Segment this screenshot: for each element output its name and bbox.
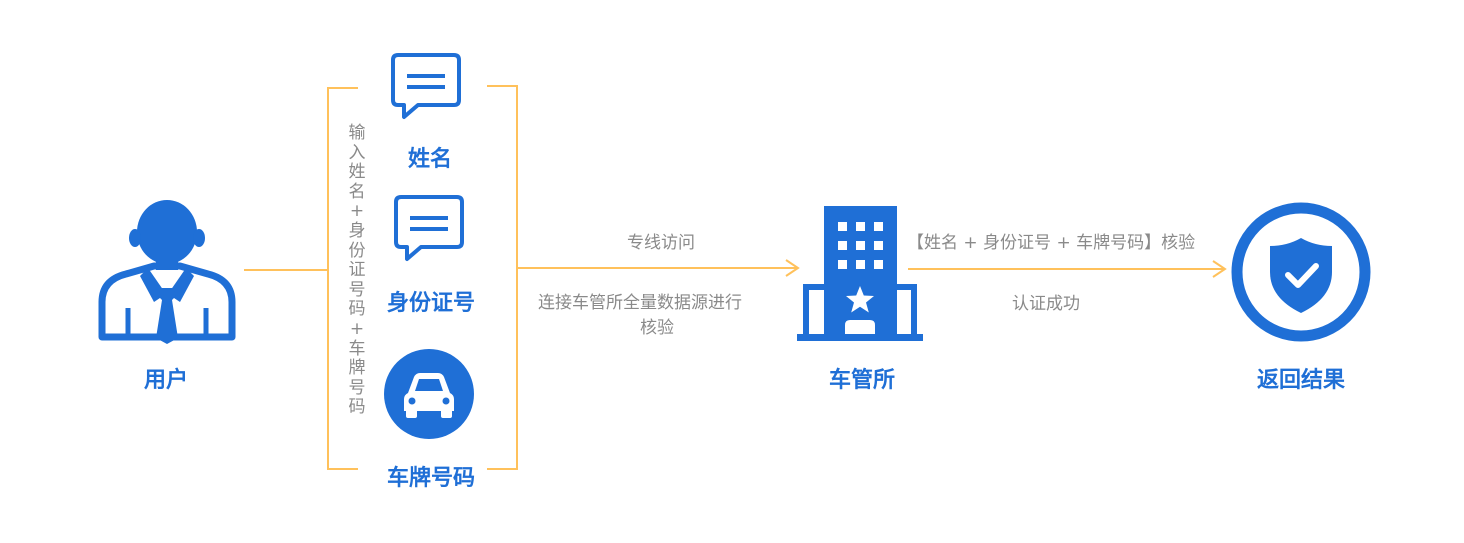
car-icon xyxy=(384,349,474,439)
dedicated-line-text: 专线访问 xyxy=(627,233,695,253)
right-bracket xyxy=(487,85,518,470)
input-vertical-text: 输入姓名+身份证号码+车牌号码 xyxy=(348,123,366,418)
verify-fields-text: 【姓名 + 身份证号 + 车牌号码】核验 xyxy=(907,233,1196,253)
auth-success-text: 认证成功 xyxy=(1012,294,1080,314)
name-label: 姓名 xyxy=(407,147,453,172)
connect-datasource-text-line2: 核验 xyxy=(640,318,674,338)
id-number-label: 身份证号 xyxy=(386,291,476,316)
shield-check-icon xyxy=(1231,202,1371,342)
user-label: 用户 xyxy=(143,368,189,393)
user-icon xyxy=(98,200,236,344)
dmv-label: 车管所 xyxy=(828,368,896,393)
connect-datasource-text-line1: 连接车管所全量数据源进行 xyxy=(538,293,742,313)
left-bracket xyxy=(327,87,358,470)
arrow-to-result-head xyxy=(1212,260,1227,278)
chat-bubble-icon xyxy=(394,195,464,261)
building-icon xyxy=(797,206,923,341)
result-label: 返回结果 xyxy=(1256,368,1346,393)
plate-number-label: 车牌号码 xyxy=(386,466,476,491)
arrow-to-dmv-head xyxy=(785,259,800,277)
chat-bubble-icon xyxy=(391,53,461,119)
